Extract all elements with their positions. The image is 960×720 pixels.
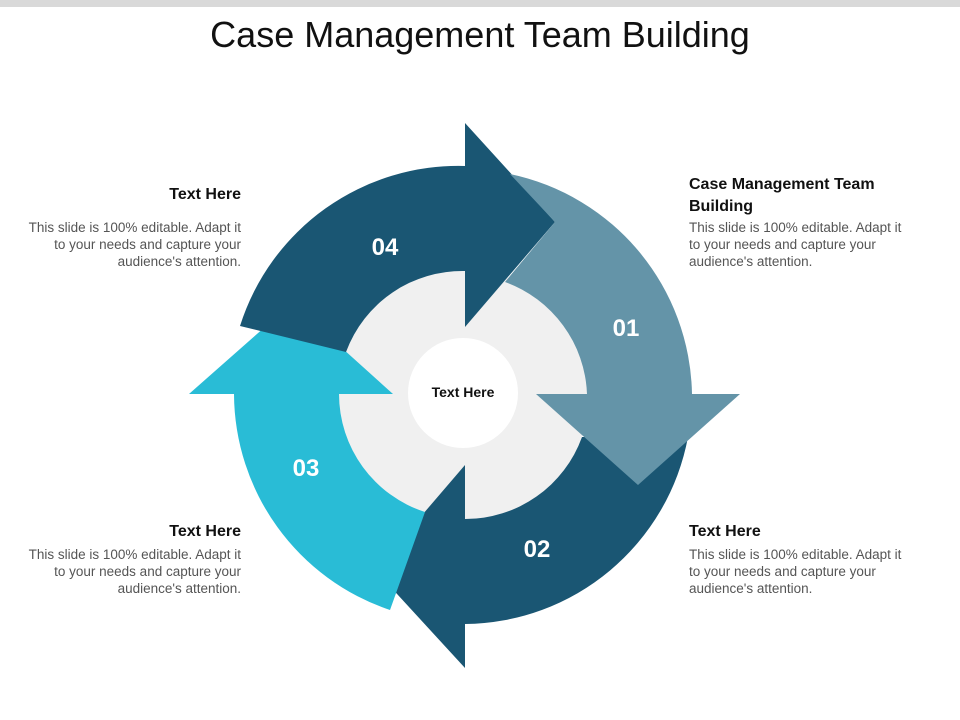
center-circle: [408, 338, 518, 448]
segment-04-arrow: [240, 123, 555, 352]
block-description: This slide is 100% editable. Adapt it to…: [28, 220, 241, 269]
block-heading: Case Management Team Building: [689, 176, 875, 215]
segment-02-arrow: [375, 437, 688, 668]
block-heading: Text Here: [689, 523, 761, 540]
segment-03-number: 03: [292, 455, 320, 482]
block-description: This slide is 100% editable. Adapt it to…: [689, 220, 902, 269]
segment-04-number: 04: [371, 234, 399, 261]
segment-02-number: 02: [523, 536, 551, 563]
segment-01-arrow: [505, 174, 740, 485]
text-block-bottom-left: Text Here This slide is 100% editable. A…: [14, 521, 241, 597]
block-heading: Text Here: [169, 186, 241, 203]
text-block-top-right: Case Management Team Building This slide…: [689, 174, 914, 270]
slide-title: Case Management Team Building: [210, 14, 750, 55]
block-description: This slide is 100% editable. Adapt it to…: [28, 547, 241, 596]
segment-01-number: 01: [612, 315, 640, 342]
segment-03-arrow: [189, 303, 425, 610]
center-label: Text Here: [431, 384, 495, 400]
text-block-top-left: Text Here This slide is 100% editable. A…: [14, 184, 241, 270]
text-block-bottom-right: Text Here This slide is 100% editable. A…: [689, 521, 914, 597]
block-description: This slide is 100% editable. Adapt it to…: [689, 547, 902, 596]
block-heading: Text Here: [169, 523, 241, 540]
top-bar: [0, 0, 960, 7]
